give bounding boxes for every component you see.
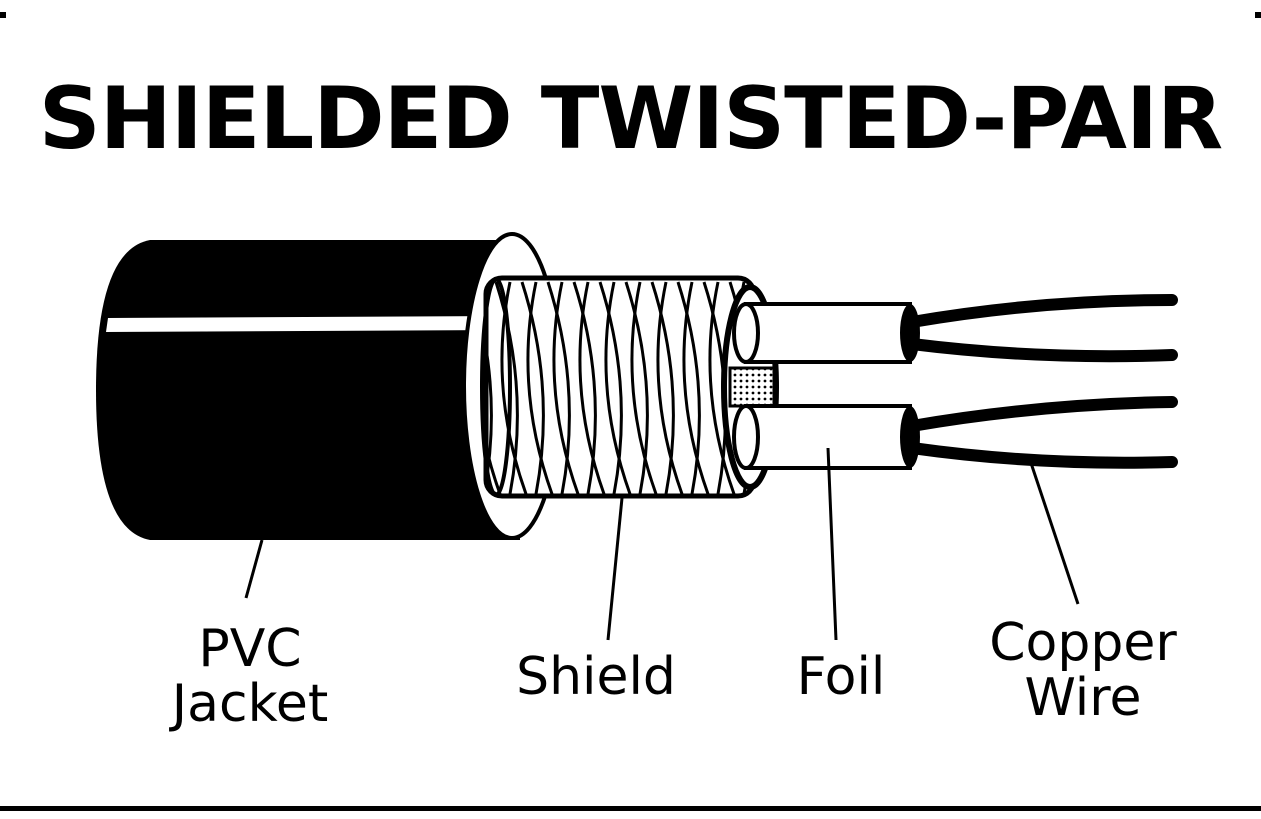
leader-copper (1028, 459, 1080, 605)
braid-strand (650, 281, 675, 495)
label-pvc-line1: PVC (198, 619, 302, 679)
leader-lines (244, 447, 1080, 641)
corner-speck-left (0, 12, 6, 18)
jacket-highlight (106, 316, 505, 332)
braid-strand (708, 281, 736, 495)
braid-strand (546, 281, 571, 495)
pvc-jacket (96, 240, 520, 540)
braid-strand (520, 281, 545, 495)
copper-wires (906, 294, 1178, 469)
label-pvc-line2: Jacket (171, 673, 329, 734)
label-copper-line1: Copper (989, 613, 1177, 673)
braid-strand (604, 281, 632, 495)
leader-shield (606, 497, 624, 641)
braid-strand (552, 281, 580, 495)
label-shield: Shield (516, 647, 676, 707)
diagram-title: SHIELDED TWISTED-PAIR (38, 69, 1223, 169)
braid-strand (630, 281, 658, 495)
bottom-rule (0, 806, 1261, 811)
braid-strand (494, 281, 519, 495)
corner-speck-right (1255, 12, 1261, 18)
braid-strand (486, 281, 502, 495)
braid-strand (656, 281, 684, 495)
braid-strand (598, 281, 623, 495)
braid-strand (578, 281, 606, 495)
foil-layer (728, 366, 776, 408)
leader-foil (826, 447, 838, 641)
leader-pvc (244, 539, 264, 599)
label-foil: Foil (796, 647, 886, 707)
braid-strand (682, 281, 710, 495)
label-copper-wire: Copper Wire (968, 616, 1198, 725)
upper-conductor (732, 302, 920, 364)
braided-shield (480, 275, 757, 499)
braid-strand (624, 281, 649, 495)
label-copper-line2: Wire (1024, 667, 1142, 728)
braid-strand (572, 281, 597, 495)
label-pvc-jacket: PVC Jacket (150, 622, 350, 731)
braid-strand (526, 281, 554, 495)
braid-strand (676, 281, 701, 495)
